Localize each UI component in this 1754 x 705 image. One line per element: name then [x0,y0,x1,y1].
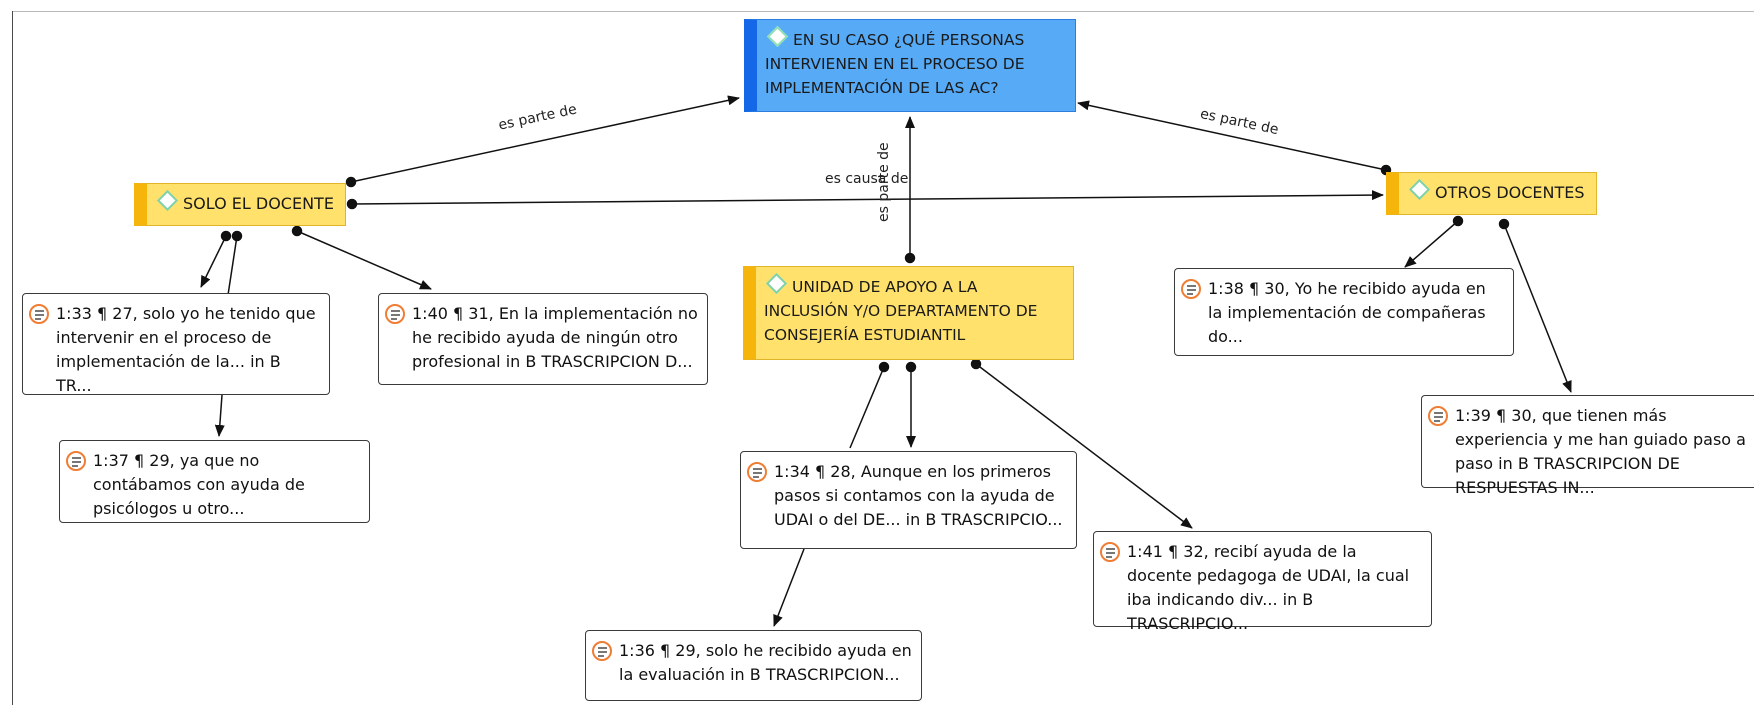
quote-node-1-36[interactable]: 1:36 ¶ 29, solo he recibido ayuda en la … [585,630,922,701]
link-solo-to-q140[interactable] [296,230,432,290]
link-dot [291,225,303,237]
link-dot [1452,215,1464,227]
code-diamond-icon [765,272,788,295]
quote-text: 1:37 ¶ 29, ya que no contábamos con ayud… [93,451,305,518]
link-dot [346,198,358,210]
link-dot [904,252,916,264]
link-q133-to-q137[interactable] [214,394,225,437]
quote-node-1-37[interactable]: 1:37 ¶ 29, ya que no contábamos con ayud… [59,440,370,523]
link-dot [1498,218,1510,230]
link-dot [220,230,232,242]
link-solo-to-q133-a[interactable] [200,235,227,288]
code-label: SOLO EL DOCENTE [183,194,334,213]
code-diamond-icon [766,25,789,48]
link-dot [231,230,243,242]
quotation-icon [385,304,405,324]
quote-text: 1:40 ¶ 31, En la implementación no he re… [412,304,698,371]
link-dot [345,176,357,188]
quote-text: 1:34 ¶ 28, Aunque en los primeros pasos … [774,462,1063,529]
quotation-icon [1181,279,1201,299]
code-node-solo-el-docente[interactable]: SOLO EL DOCENTE [134,183,346,226]
link-solo-to-otros[interactable] [351,190,1384,205]
quote-node-1-41[interactable]: 1:41 ¶ 32, recibí ayuda de la docente pe… [1093,531,1432,633]
link-dot [970,358,982,370]
code-diamond-icon [1408,178,1431,201]
label-es-causa-de: es causa de [825,171,909,187]
link-otros-to-q138[interactable] [1404,220,1459,268]
canvas-left-border [12,11,13,705]
quote-text: 1:38 ¶ 30, Yo he recibido ayuda en la im… [1208,279,1486,346]
quote-text: 1:39 ¶ 30, que tienen más experiencia y … [1455,406,1746,497]
quotation-icon [66,451,86,471]
quotation-icon [29,304,49,324]
link-unidad-to-q141[interactable] [975,363,1193,529]
quote-node-1-33[interactable]: 1:33 ¶ 27, solo yo he tenido que interve… [22,293,330,395]
quotation-icon [592,641,612,661]
code-label: EN SU CASO ¿QUÉ PERSONAS INTERVIENEN EN … [765,31,1025,97]
label-es-parte-de-vertical: es parte de [876,142,892,222]
code-node-main-question[interactable]: EN SU CASO ¿QUÉ PERSONAS INTERVIENEN EN … [744,19,1076,112]
link-solo-to-q137[interactable] [227,235,238,296]
code-label: UNIDAD DE APOYO A LA INCLUSIÓN Y/O DEPAR… [764,278,1038,344]
quotation-icon [1428,406,1448,426]
link-dot [878,361,890,373]
link-unidad-to-q136[interactable] [849,366,885,449]
quotation-icon [1100,542,1120,562]
code-node-otros-docentes[interactable]: OTROS DOCENTES [1386,172,1597,215]
link-solo-to-main[interactable] [350,95,740,183]
quote-node-1-40[interactable]: 1:40 ¶ 31, En la implementación no he re… [378,293,708,385]
link-dot [905,361,917,373]
quote-text: 1:41 ¶ 32, recibí ayuda de la docente pe… [1127,542,1410,633]
link-otros-to-q139[interactable] [1503,223,1572,393]
quote-node-1-38[interactable]: 1:38 ¶ 30, Yo he recibido ayuda en la im… [1174,268,1514,356]
quote-text: 1:33 ¶ 27, solo yo he tenido que interve… [56,304,316,395]
canvas-top-border [12,11,1754,12]
link-q134-to-q136[interactable] [773,548,805,627]
quote-node-1-34[interactable]: 1:34 ¶ 28, Aunque en los primeros pasos … [740,451,1077,549]
code-diamond-icon [156,189,179,212]
link-otros-to-main[interactable] [1077,100,1387,171]
quotation-icon [747,462,767,482]
quote-node-1-39[interactable]: 1:39 ¶ 30, que tienen más experiencia y … [1421,395,1754,497]
code-label: OTROS DOCENTES [1435,183,1585,202]
code-node-unidad-apoyo[interactable]: UNIDAD DE APOYO A LA INCLUSIÓN Y/O DEPAR… [743,266,1074,360]
quote-text: 1:36 ¶ 29, solo he recibido ayuda en la … [619,641,912,684]
